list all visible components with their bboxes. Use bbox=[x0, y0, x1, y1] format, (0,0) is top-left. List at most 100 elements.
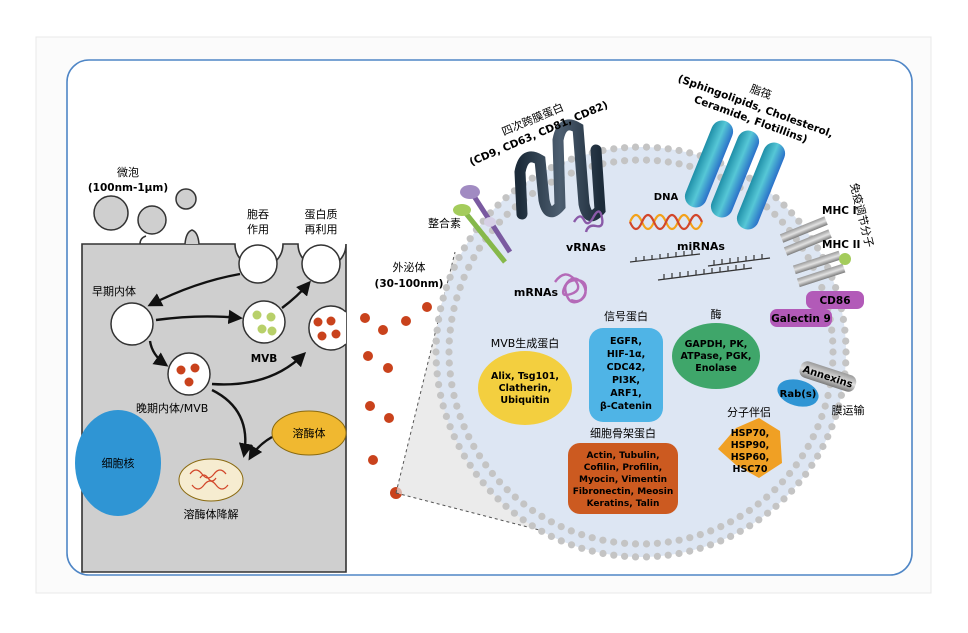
lipid-head bbox=[841, 326, 849, 334]
lipid-head bbox=[727, 532, 735, 541]
lipid-head bbox=[446, 423, 454, 431]
lipid-head bbox=[437, 391, 445, 399]
lipid-head bbox=[780, 201, 788, 209]
tetraspanin-protein bbox=[514, 119, 606, 222]
chaperone-blob bbox=[718, 418, 782, 478]
exosome-precursor bbox=[317, 331, 327, 341]
lipid-head bbox=[610, 538, 618, 546]
lipid-head bbox=[475, 452, 484, 460]
lipid-head bbox=[450, 304, 458, 313]
lipid-head bbox=[754, 500, 762, 508]
lipid-raft bbox=[684, 120, 786, 230]
lipid-head bbox=[567, 155, 576, 163]
vrna-strand bbox=[572, 210, 604, 233]
lipid-head bbox=[460, 452, 468, 460]
lipid-head bbox=[510, 509, 518, 517]
lipid-head bbox=[445, 348, 453, 356]
lipid-head bbox=[842, 359, 850, 367]
lipid-head bbox=[788, 209, 796, 217]
lipid-head bbox=[495, 218, 504, 226]
mvb-proteins-blob bbox=[478, 351, 572, 425]
lysosome-degradation-label: 溶酶体降解 bbox=[184, 507, 239, 521]
lipid-head bbox=[771, 486, 779, 494]
lipid-head bbox=[446, 370, 454, 378]
lipid-head bbox=[435, 381, 443, 389]
lipid-head bbox=[839, 315, 848, 323]
lipid-head bbox=[631, 156, 640, 164]
lipid-head bbox=[547, 164, 556, 172]
signal-proteins-title: 信号蛋白 bbox=[604, 309, 648, 323]
rabs-label: Rab(s) bbox=[780, 389, 817, 400]
lipid-head bbox=[653, 144, 662, 152]
chaperone-item: HSC70 bbox=[733, 464, 768, 475]
lipid-head bbox=[842, 337, 850, 345]
lipid-head bbox=[808, 461, 816, 469]
lipid-head bbox=[842, 348, 850, 356]
lipid-head bbox=[578, 531, 586, 539]
lipid-head bbox=[621, 552, 629, 560]
chaperone-item: HSP90, bbox=[731, 440, 770, 451]
arrow-endocytosis bbox=[147, 272, 241, 307]
exosome-particle bbox=[365, 401, 375, 411]
exosome-size-label: (30-100nm) bbox=[375, 278, 444, 290]
lipid-head bbox=[450, 263, 458, 271]
lipid-head bbox=[706, 541, 715, 549]
lipid-head bbox=[495, 478, 504, 486]
enzyme-item: Enolase bbox=[695, 363, 737, 374]
mvb-label: MVB bbox=[251, 353, 278, 365]
signal-proteins-blob bbox=[589, 328, 663, 422]
nucleus-label: 细胞核 bbox=[102, 456, 135, 470]
lipid-head bbox=[465, 433, 473, 441]
dna-helix bbox=[628, 213, 704, 231]
exosome-precursor bbox=[176, 365, 186, 375]
lipid-head bbox=[439, 294, 447, 302]
enzyme-item: ATPase, PGK, bbox=[681, 351, 752, 362]
exosome-precursor bbox=[326, 316, 336, 326]
lipid-head bbox=[528, 522, 536, 530]
lipid-head bbox=[445, 359, 453, 367]
exosome-precursor bbox=[184, 377, 194, 387]
exosome-particle bbox=[378, 325, 388, 335]
lysosome-label: 溶酶体 bbox=[293, 426, 326, 440]
degrading-lysosome bbox=[178, 458, 244, 502]
lipid-head bbox=[538, 527, 546, 535]
endocytic-vesicle bbox=[238, 244, 278, 284]
lipid-head bbox=[832, 284, 840, 292]
signal-proteins-item: EGFR, bbox=[610, 336, 642, 347]
lipid-head bbox=[664, 158, 672, 166]
lipid-head bbox=[828, 423, 836, 431]
lipid-head bbox=[502, 502, 510, 510]
lipid-head bbox=[547, 532, 556, 541]
lipid-head bbox=[642, 156, 651, 164]
exosome-particle bbox=[383, 363, 393, 373]
lipid-head bbox=[466, 235, 474, 243]
lipid-head bbox=[764, 509, 772, 517]
lipid-head bbox=[631, 143, 640, 151]
lipid-head bbox=[446, 326, 454, 334]
exosome-precursor bbox=[331, 329, 341, 339]
lipid-head bbox=[631, 553, 640, 561]
lipid-head bbox=[433, 370, 441, 378]
lipid-head bbox=[538, 512, 546, 521]
lipid-head bbox=[653, 552, 662, 560]
lipid-head bbox=[450, 433, 458, 441]
lipid-head bbox=[818, 412, 826, 421]
lipid-head bbox=[664, 145, 672, 153]
exosome-particle bbox=[368, 455, 378, 465]
lipid-head bbox=[778, 218, 787, 226]
lipid-head bbox=[460, 273, 468, 281]
exosome-particle bbox=[360, 313, 370, 323]
arrow-to-recycling bbox=[281, 280, 311, 309]
exosome-label: 外泌体 bbox=[393, 260, 426, 274]
lipid-head bbox=[547, 178, 556, 186]
cytoskeleton-blob bbox=[568, 443, 678, 514]
signal-proteins-item: ARF1, bbox=[610, 388, 641, 399]
mirna-strands bbox=[629, 250, 771, 281]
exosome-particle bbox=[401, 316, 411, 326]
lipid-head bbox=[736, 527, 744, 535]
cell bbox=[75, 188, 347, 573]
lipid-head bbox=[804, 442, 812, 450]
mhc2-label: MHC II bbox=[822, 239, 860, 251]
lipid-head bbox=[520, 500, 528, 508]
